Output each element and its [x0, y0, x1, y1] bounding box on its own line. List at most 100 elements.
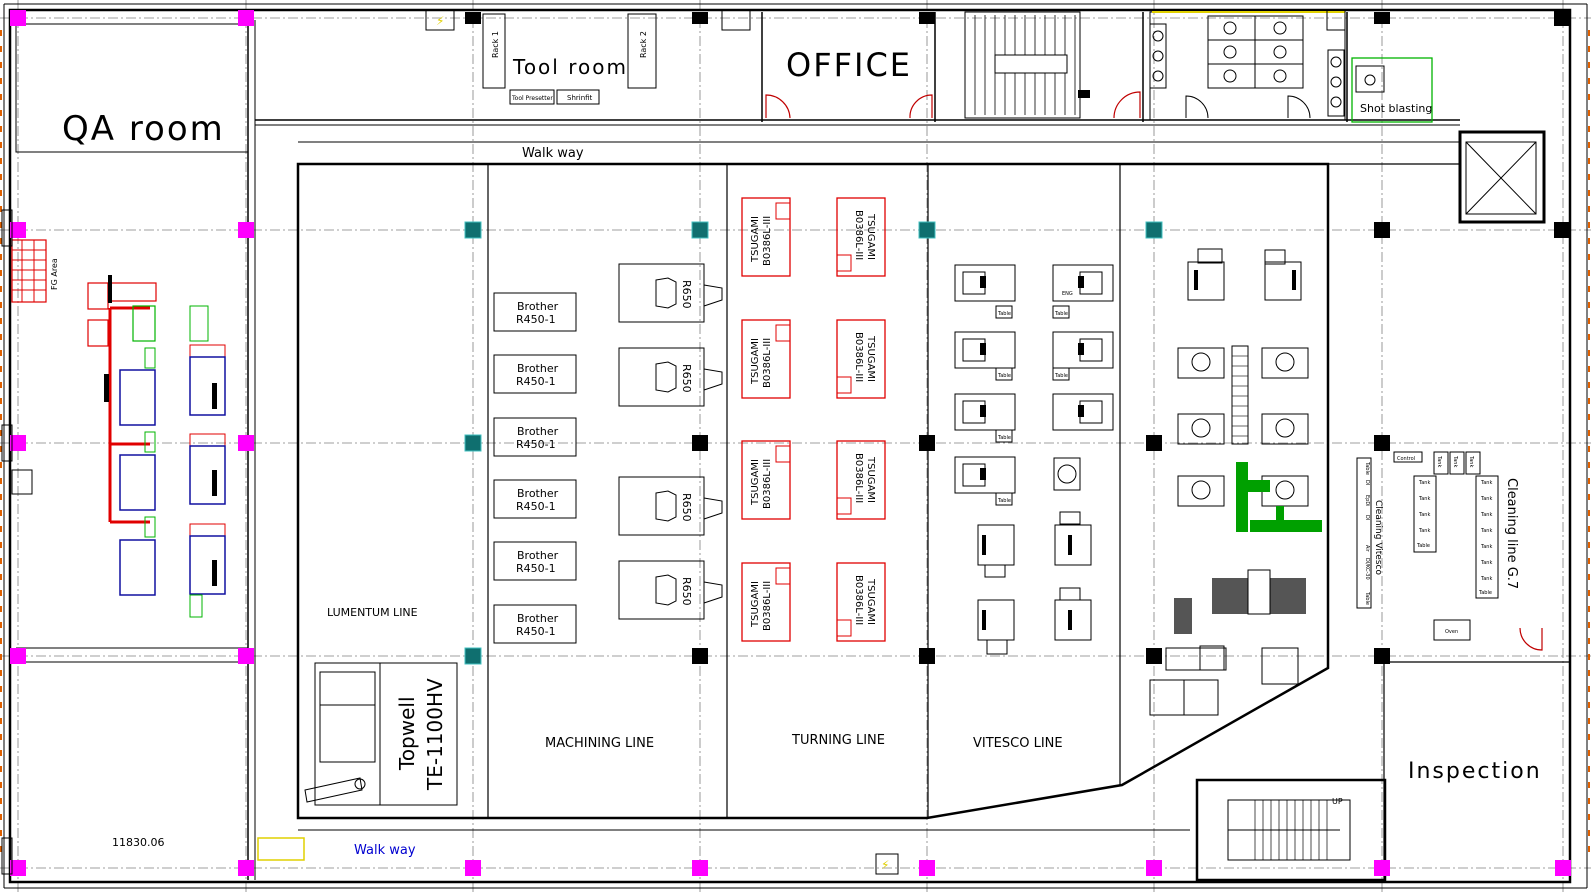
topwell-machine: Topwell TE-1100HV — [304, 662, 458, 806]
table-cr: Table — [1478, 590, 1492, 596]
fg-area: FG Area — [11, 239, 59, 303]
shot-blasting-label: Shot blasting — [1360, 102, 1432, 115]
up-label: UP — [1332, 797, 1343, 806]
table-v2: Table — [997, 373, 1011, 379]
tool-room: Rack 1 Rack 2 Tool room Tool Presetter S… — [425, 9, 657, 105]
tool-room-label: Tool room — [512, 55, 628, 79]
vitesco-small-5: Air — [1364, 545, 1370, 553]
inspection-label: Inspection — [1408, 759, 1542, 784]
vitesco-small-4: DI — [1364, 515, 1370, 520]
tool-presetter-label: Tool Presetter — [511, 95, 553, 102]
table-v4: Table — [997, 498, 1011, 504]
tank-top-1: Tank — [1436, 455, 1442, 467]
shot-blasting: Shot blasting — [1346, 12, 1433, 123]
dimension-label: 11830.06 — [112, 836, 165, 849]
brother-4-model: R450-1 — [516, 500, 556, 513]
machining-line-label: MACHINING LINE — [545, 736, 654, 751]
office: OFFICE — [721, 9, 936, 122]
panel-markers: ⚡ — [1, 209, 899, 875]
cleaning-area: Table DI EpDi DI Air DI/KC-30 Table Clea… — [1328, 163, 1570, 880]
production-area — [296, 162, 1330, 820]
tsugami-l2-name: TSUGAMI — [750, 338, 761, 385]
tsugami-r1-name: TSUGAMI — [865, 213, 876, 260]
table-v6: Table — [1054, 373, 1068, 379]
turning-line-label: TURNING LINE — [791, 733, 885, 748]
tsugami-l3-model: B0386L-III — [762, 459, 773, 509]
tsugami-r3-name: TSUGAMI — [865, 456, 876, 503]
cleaning-vitesco-label: Cleaning Vitesco — [1373, 500, 1383, 575]
brother-1-name: Brother — [517, 300, 559, 313]
lumentum-line-label: LUMENTUM LINE — [327, 606, 418, 619]
brother-5-model: R450-1 — [516, 562, 556, 575]
vitesco-line-label: VITESCO LINE — [973, 736, 1063, 751]
tank-left-2: Tank — [1418, 496, 1430, 502]
vitesco-small-2: DI — [1364, 480, 1370, 485]
table-cl: Table — [1416, 543, 1430, 549]
walkway-top-label: Walk way — [522, 146, 584, 161]
r650-machines: R650 R650 R650 R650 — [618, 263, 723, 620]
vitesco-small-3: EpDi — [1364, 495, 1370, 507]
tsugami-r2-name: TSUGAMI — [865, 335, 876, 382]
stairs-top — [964, 11, 1144, 122]
brother-machines: Brother R450-1 Brother R450-1 Brother R4… — [493, 292, 577, 644]
office-label: OFFICE — [786, 46, 912, 84]
cleaning-line-label: Cleaning line G.7 — [1504, 478, 1519, 589]
tank-left-3: Tank — [1418, 512, 1430, 518]
qa-machines — [87, 275, 226, 618]
brother-2-model: R450-1 — [516, 375, 556, 388]
shrinkfit-label: Shrinfit — [567, 94, 593, 102]
tank-right-7: Tank — [1480, 576, 1492, 582]
tsugami-r4-name: TSUGAMI — [865, 578, 876, 625]
tsugami-machines: TSUGAMI B0386L-III TSUGAMI B0386L-III TS… — [741, 197, 886, 642]
tsugami-l4-name: TSUGAMI — [750, 581, 761, 628]
r650-3-label: R650 — [680, 493, 693, 522]
fg-area-label: FG Area — [50, 258, 59, 290]
tank-right-3: Tank — [1480, 512, 1492, 518]
tank-left-4: Tank — [1418, 528, 1430, 534]
brother-5-name: Brother — [517, 549, 559, 562]
brother-6-name: Brother — [517, 612, 559, 625]
tank-top-3: Tank — [1468, 455, 1474, 467]
r650-1-label: R650 — [680, 280, 693, 309]
tank-right-1: Tank — [1480, 480, 1492, 486]
brother-6-model: R450-1 — [516, 625, 556, 638]
tank-right-4: Tank — [1480, 528, 1492, 534]
eng-label: ENG — [1062, 291, 1073, 297]
qa-room-label: QA room — [62, 109, 225, 149]
tsugami-l3-name: TSUGAMI — [750, 459, 761, 506]
r650-2-label: R650 — [680, 364, 693, 393]
tank-right-5: Tank — [1480, 544, 1492, 550]
tsugami-r3-model: B0386L-III — [853, 453, 864, 503]
brother-2-name: Brother — [517, 362, 559, 375]
tsugami-l4-model: B0386L-III — [762, 581, 773, 631]
brother-3-name: Brother — [517, 425, 559, 438]
brother-1-model: R450-1 — [516, 313, 556, 326]
topwell-name: Topwell — [395, 696, 419, 771]
vitesco-machines: Table Table Table Table Table Table ENG — [954, 264, 1114, 655]
control-label: Control — [1397, 456, 1415, 462]
tank-right-6: Tank — [1480, 560, 1492, 566]
right-area-machines — [1149, 248, 1322, 716]
r650-4-label: R650 — [680, 577, 693, 606]
vitesco-small-1: Table — [1364, 461, 1370, 475]
brother-4-name: Brother — [517, 487, 559, 500]
qa-room: QA room 11830.06 — [15, 20, 256, 880]
brother-3-model: R450-1 — [516, 438, 556, 451]
lift — [1458, 130, 1546, 224]
rack-1-label: Rack 1 — [491, 31, 500, 58]
table-v5: Table — [1054, 311, 1068, 317]
tsugami-l1-name: TSUGAMI — [750, 216, 761, 263]
inspection-area: Inspection UP — [1195, 759, 1542, 882]
vitesco-small-6: DI/KC-30 — [1364, 558, 1370, 580]
tank-right-2: Tank — [1480, 496, 1492, 502]
oven-label: Oven — [1445, 629, 1458, 635]
tsugami-l1-model: B0386L-III — [762, 216, 773, 266]
tsugami-r4-model: B0386L-III — [853, 575, 864, 625]
tank-top-2: Tank — [1452, 455, 1458, 467]
tsugami-r1-model: B0386L-III — [853, 210, 864, 260]
svg-text:⚡: ⚡ — [436, 14, 444, 28]
tsugami-l2-model: B0386L-III — [762, 338, 773, 388]
rack-2-label: Rack 2 — [639, 31, 648, 58]
